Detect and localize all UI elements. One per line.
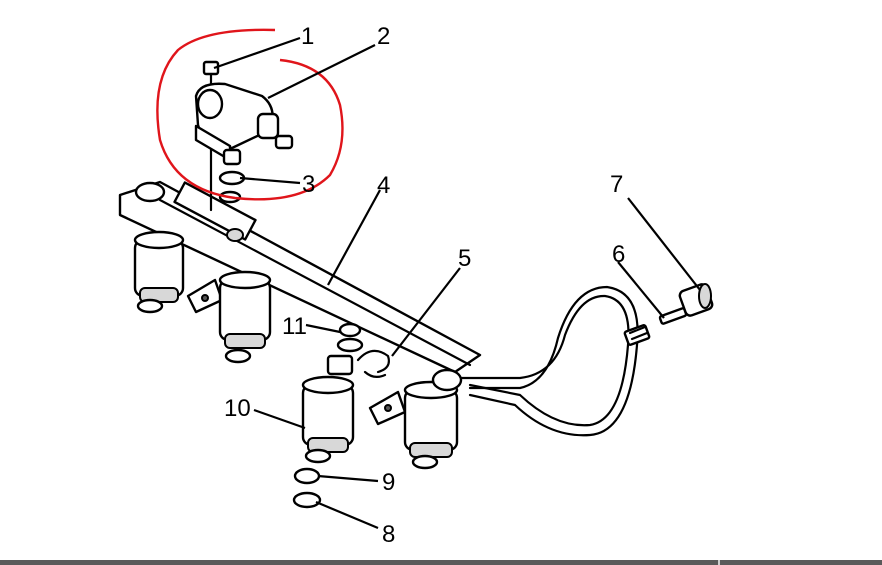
- valve-cap: [678, 283, 714, 317]
- injector-retainer-clip: [356, 349, 390, 379]
- bottom-bar: [0, 560, 882, 565]
- rail-bracket-left: [186, 278, 224, 314]
- fuel-injector-1: [133, 230, 185, 314]
- bottom-bar-divider: [718, 560, 720, 565]
- callout-1: 1: [301, 23, 314, 50]
- upper-o-ring: [336, 322, 364, 353]
- fuel-injector-3-exploded: [301, 354, 355, 464]
- rail-bracket-right: [368, 390, 407, 426]
- callout-4: 4: [377, 172, 390, 199]
- fuel-injector-4: [403, 380, 459, 470]
- callout-8: 8: [382, 521, 395, 548]
- lower-o-ring: [293, 467, 321, 485]
- callout-2: 2: [377, 23, 390, 50]
- callout-6: 6: [612, 241, 625, 268]
- callout-3: 3: [302, 171, 315, 198]
- pressure-fitting: [623, 324, 651, 346]
- callout-5: 5: [458, 245, 471, 272]
- highlight-circle: [156, 28, 344, 201]
- fuel-feed-pipe: [431, 285, 639, 437]
- callout-7: 7: [610, 171, 623, 198]
- callout-9: 9: [382, 469, 395, 496]
- fuel-pressure-regulator: [194, 82, 294, 166]
- backup-ring: [292, 491, 322, 509]
- fuel-injector-2: [218, 270, 272, 364]
- callout-10: 10: [224, 395, 251, 422]
- leader-lines: [213, 36, 701, 530]
- callout-11: 11: [282, 313, 307, 340]
- fuel-rail: [118, 180, 482, 374]
